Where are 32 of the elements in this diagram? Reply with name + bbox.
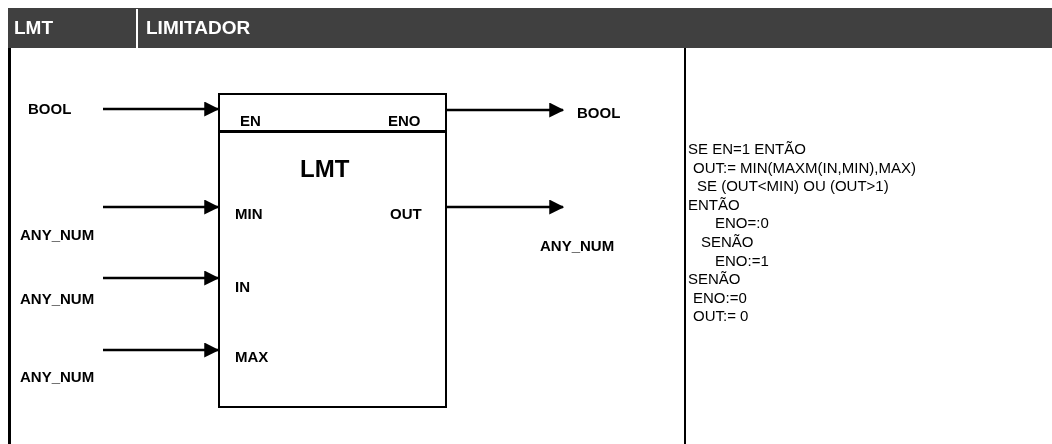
pin-label: IN bbox=[235, 278, 250, 295]
arrow bbox=[103, 270, 220, 286]
function-block bbox=[218, 93, 447, 408]
arrow bbox=[447, 102, 565, 118]
code-line: SENÃO bbox=[688, 270, 741, 288]
type-label: BOOL bbox=[28, 100, 72, 117]
code-line: SENÃO bbox=[701, 233, 754, 250]
code-line: ENTÃO bbox=[688, 195, 740, 213]
pin-label: MAX bbox=[235, 348, 269, 365]
code-line: OUT:= 0 bbox=[693, 307, 749, 325]
type-label: ANY_NUM bbox=[20, 290, 95, 307]
type-label: ANY_NUM bbox=[20, 226, 95, 243]
type-label: ANY_NUM bbox=[540, 237, 615, 254]
code-line: SE EN=1 ENTÃO bbox=[688, 140, 806, 157]
block-title: LMT bbox=[300, 155, 350, 183]
function-name: LIMITADOR bbox=[146, 17, 251, 39]
type-label: ANY_NUM bbox=[20, 368, 95, 385]
arrow bbox=[103, 342, 220, 358]
pin-label: EN bbox=[240, 112, 261, 129]
code-line: OUT:= MIN(MAXM(IN,MIN),MAX) bbox=[693, 158, 916, 176]
pin-label: MIN bbox=[235, 205, 263, 222]
pin-label: ENO bbox=[388, 112, 421, 129]
type-label: BOOL bbox=[577, 104, 621, 121]
arrow bbox=[103, 101, 220, 117]
code-line: ENO:=1 bbox=[715, 251, 769, 269]
arrow bbox=[447, 199, 565, 215]
code-line: ENO:=0 bbox=[693, 288, 747, 306]
arrow bbox=[103, 199, 220, 215]
function-code: LMT bbox=[14, 17, 54, 39]
pin-label: OUT bbox=[390, 205, 422, 222]
code-line: ENO=:0 bbox=[715, 214, 769, 232]
code-line: SE (OUT<MIN) OU (OUT>1) bbox=[697, 177, 889, 195]
